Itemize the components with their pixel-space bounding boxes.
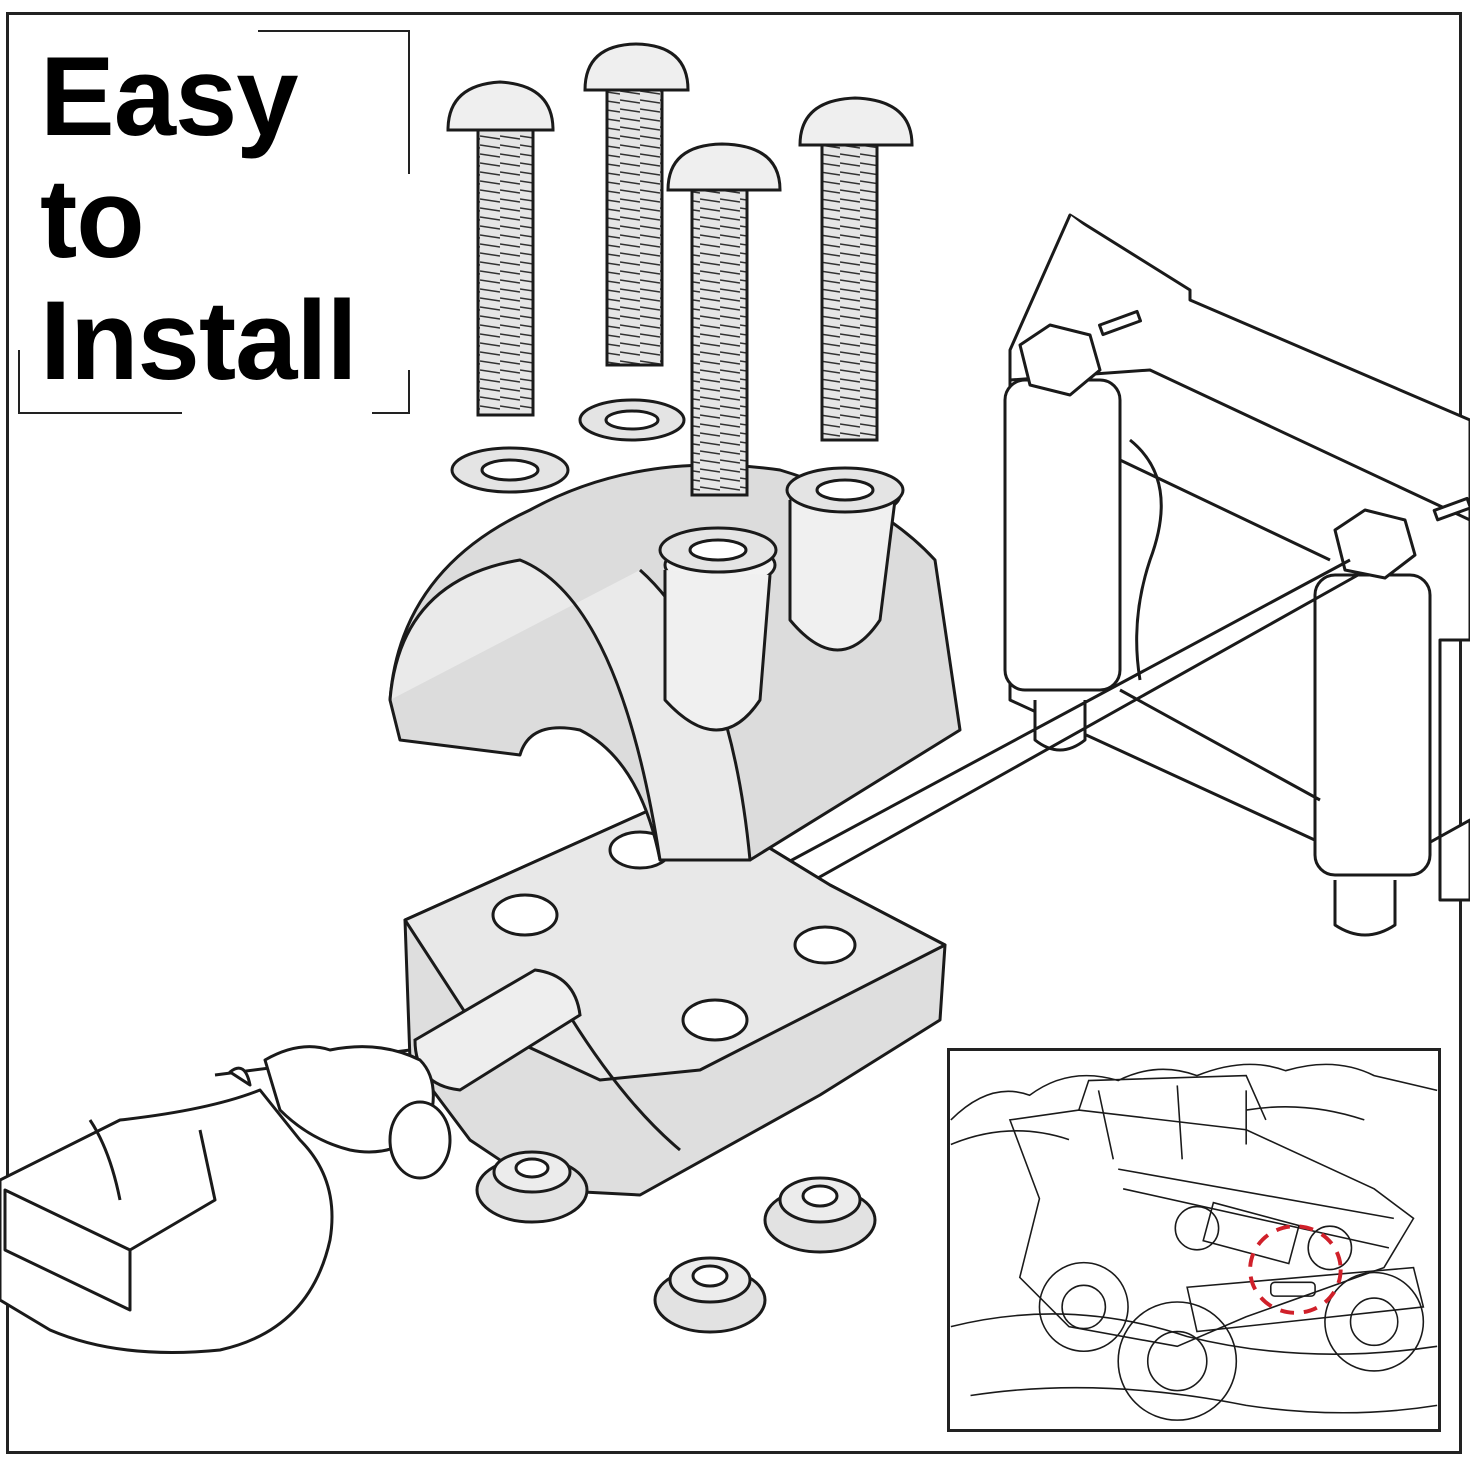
vehicle-inset (947, 1048, 1441, 1432)
title-line-2: to (40, 156, 145, 281)
bolt-3 (666, 142, 782, 497)
outer-frame (6, 12, 1462, 1454)
flat-washers (450, 398, 905, 574)
nut-1 (475, 1150, 589, 1224)
nut-3 (653, 1256, 767, 1334)
title-line-3: Install (40, 278, 358, 403)
nut-2 (763, 1176, 877, 1254)
button-head-bolts (446, 42, 914, 497)
bolt-1 (446, 80, 555, 417)
title-box (18, 30, 410, 414)
jeep-sketch (950, 1063, 1438, 1421)
winch-hook (0, 1045, 452, 1354)
bolt-4 (798, 96, 914, 442)
title-line-1: Easy (40, 34, 299, 159)
rope-guide-upper-half (388, 463, 962, 862)
roller-fairlead (1003, 213, 1470, 937)
winch-location-highlight (1248, 1224, 1343, 1315)
flange-nuts (475, 1150, 877, 1334)
bolt-2 (583, 42, 690, 367)
title-heading: Easy to Install (40, 34, 358, 403)
